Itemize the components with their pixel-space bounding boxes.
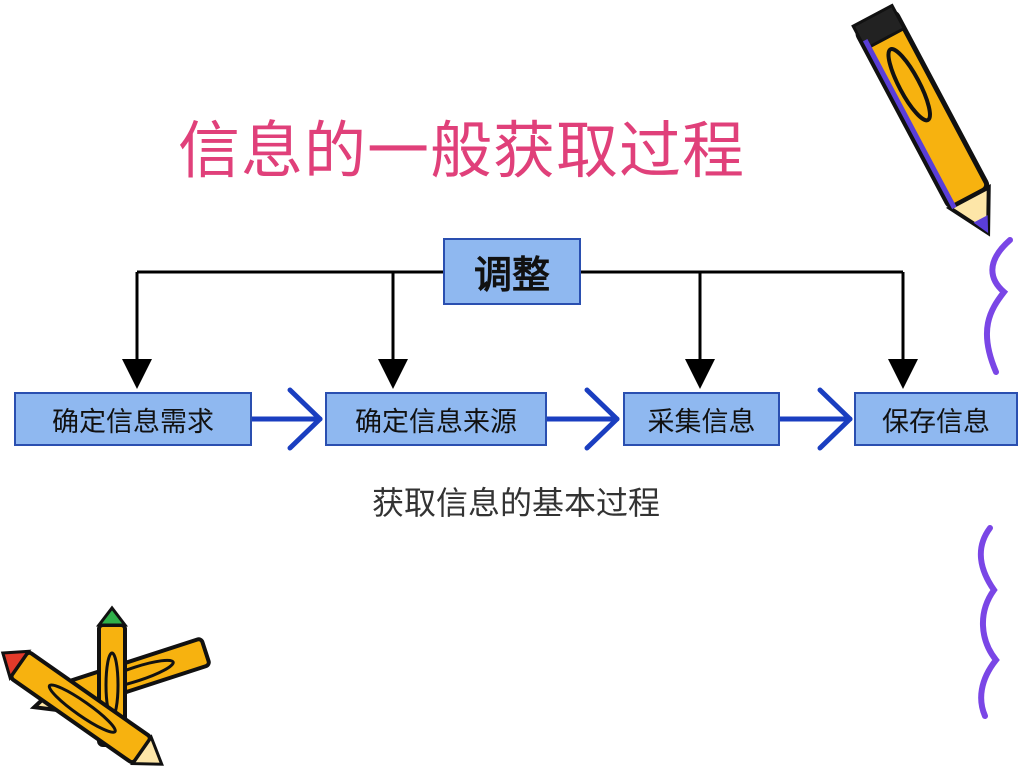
adjust-box: 调整 [443, 238, 581, 305]
page-title: 信息的一般获取过程 [178, 114, 746, 187]
step-box-4: 保存信息 [854, 392, 1018, 446]
step-box-3: 采集信息 [623, 392, 780, 446]
feedback-lines [122, 270, 918, 389]
flow-arrow-3 [777, 387, 853, 451]
step-box-1: 确定信息需求 [14, 392, 252, 446]
flow-arrow-2 [544, 387, 620, 451]
flow-arrow-1 [249, 387, 323, 451]
diagram-caption: 获取信息的基本过程 [372, 484, 661, 522]
flow-arrows [249, 387, 853, 451]
step-box-2: 确定信息来源 [325, 392, 547, 446]
